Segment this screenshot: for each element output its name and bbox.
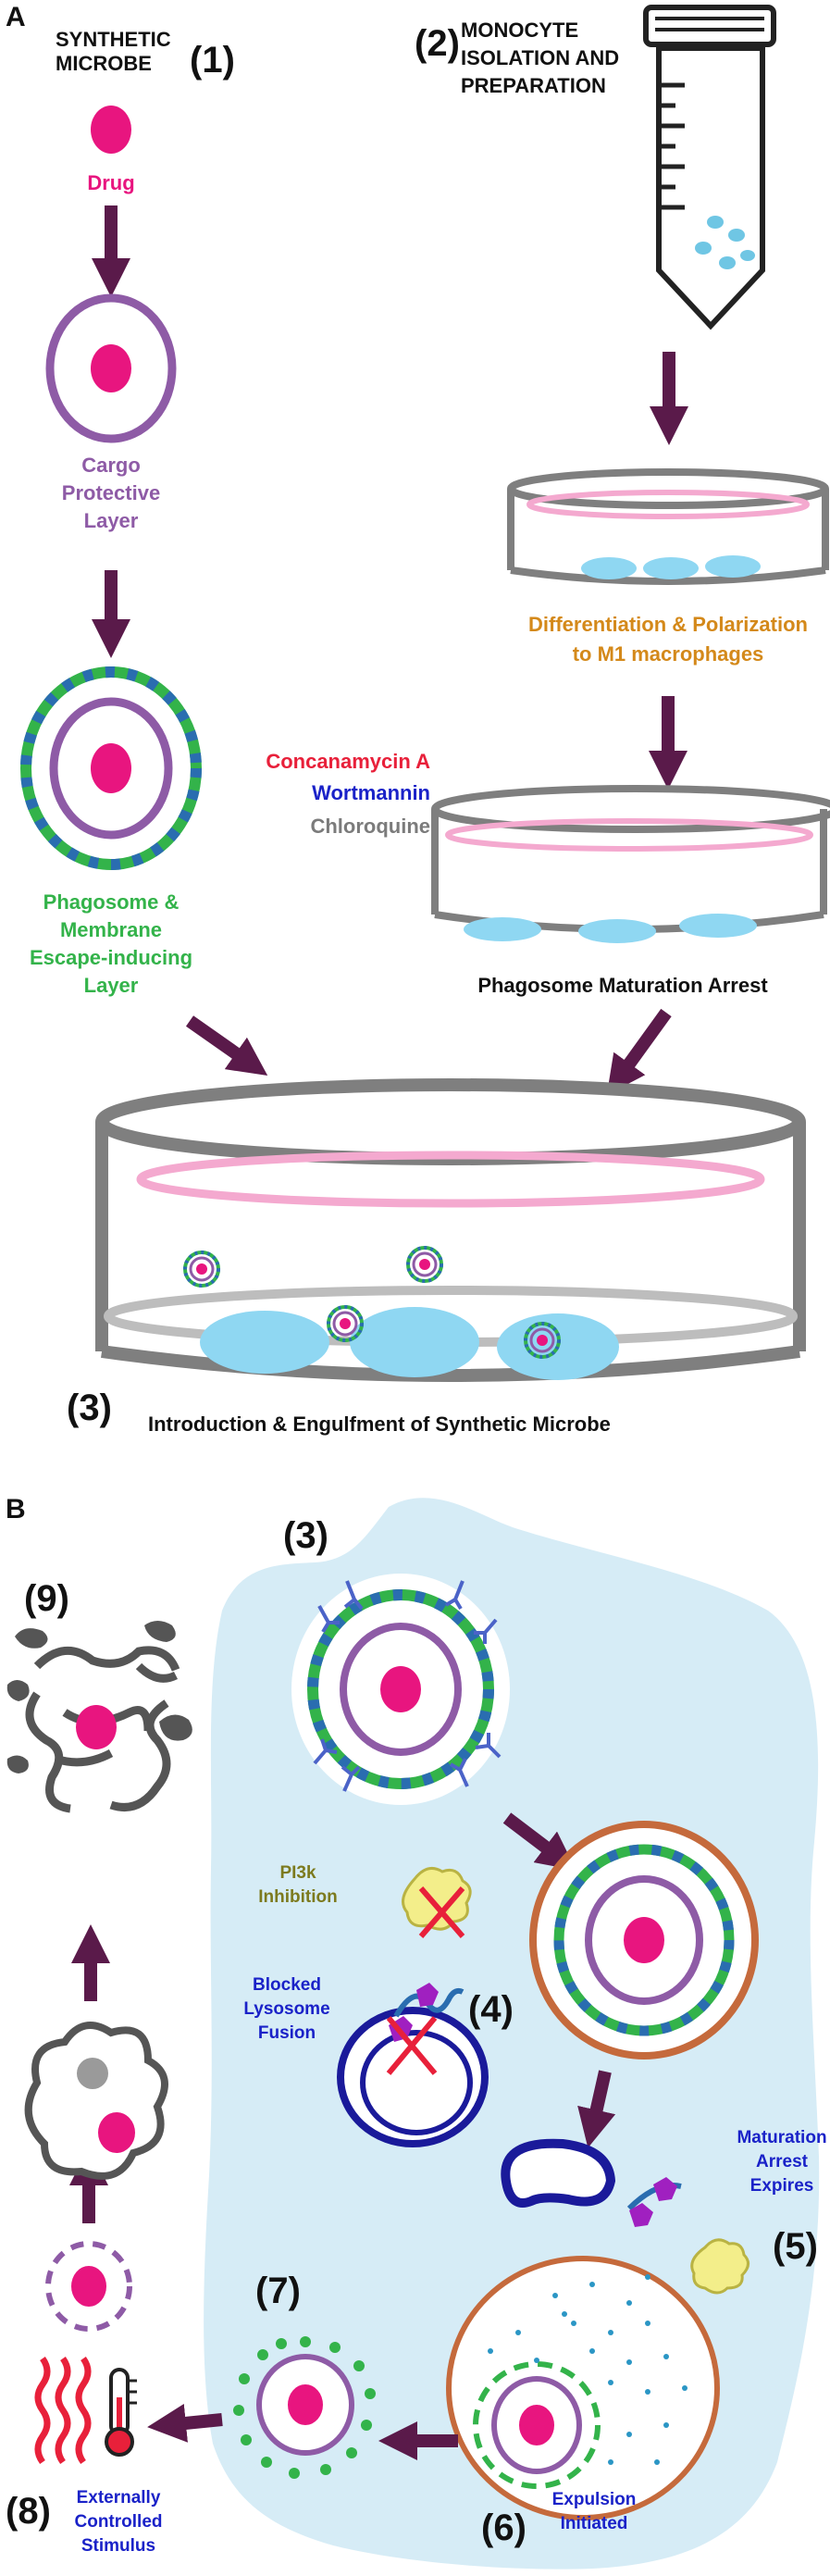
dashed-particle bbox=[45, 2241, 132, 2332]
released-drug-dot bbox=[76, 1705, 117, 1749]
drug-chloroquine: Chloroquine bbox=[310, 815, 430, 838]
b-step4-number: (4) bbox=[468, 1989, 514, 2030]
text-line: Expulsion bbox=[552, 2490, 637, 2509]
b-step7-number: (7) bbox=[255, 2271, 301, 2311]
step1-number: (1) bbox=[190, 40, 235, 81]
arrow-icon bbox=[185, 1015, 268, 1076]
text-line: ISOLATION AND bbox=[461, 46, 619, 69]
text-line: Externally bbox=[77, 2488, 161, 2508]
disrupted-cell bbox=[25, 1646, 180, 1813]
text-line: Phagosome & bbox=[43, 890, 180, 914]
text-line: Layer bbox=[84, 509, 139, 532]
arrow-icon bbox=[606, 1008, 672, 1096]
text-line: Stimulus bbox=[81, 2536, 155, 2556]
receptor-icon bbox=[626, 2177, 749, 2295]
text-line: Differentiation & Polarization bbox=[528, 613, 808, 636]
b-step9-number: (9) bbox=[24, 1578, 69, 1619]
debris-icon bbox=[6, 1621, 192, 1773]
text-line: Initiated bbox=[561, 2514, 628, 2533]
wavy-cell bbox=[24, 2022, 168, 2180]
text-line: PI3k bbox=[279, 1863, 316, 1883]
released-particle bbox=[233, 2336, 376, 2479]
text-line: Arrest bbox=[756, 2152, 809, 2172]
text-line: Cargo bbox=[81, 454, 141, 477]
antibody-icon bbox=[313, 1580, 502, 1792]
b-step8-number: (8) bbox=[6, 2491, 51, 2532]
drug-concanamycin: Concanamycin A bbox=[266, 750, 430, 773]
arrow-icon bbox=[577, 2070, 616, 2148]
text-line: Inhibition bbox=[258, 1887, 337, 1907]
text-line: Protective bbox=[62, 481, 160, 504]
text-line: MICROBE bbox=[56, 52, 152, 75]
escape-particle bbox=[20, 666, 202, 870]
text-line: Membrane bbox=[60, 918, 162, 941]
pi3k-enzyme-icon bbox=[402, 1866, 472, 1938]
b-step3-number: (3) bbox=[283, 1515, 328, 1556]
text-line: Expires bbox=[750, 2176, 814, 2196]
drug-dot bbox=[91, 106, 131, 154]
petri-dish-3 bbox=[95, 1078, 806, 1382]
engulfed-particle bbox=[291, 1574, 510, 1805]
b-step6-number: (6) bbox=[481, 2508, 526, 2548]
mini-particle bbox=[406, 1246, 443, 1283]
petri-dish-1 bbox=[507, 468, 829, 585]
phagosome-particle bbox=[529, 1821, 759, 2060]
thermometer-icon bbox=[105, 2368, 137, 2457]
test-tube-icon bbox=[643, 5, 776, 330]
text-line: Layer bbox=[84, 974, 139, 997]
step3-number: (3) bbox=[67, 1388, 112, 1428]
mini-particle bbox=[327, 1305, 364, 1342]
lysosome-icon bbox=[337, 1983, 489, 2147]
text-line: SYNTHETIC bbox=[56, 28, 171, 51]
text-line: Escape-inducing bbox=[30, 946, 192, 969]
petri-dish-2 bbox=[431, 785, 830, 943]
arrow-icon bbox=[502, 1812, 576, 1871]
text-line: to M1 macrophages bbox=[573, 642, 764, 666]
drug-label: Drug bbox=[87, 171, 134, 194]
cargo-particle bbox=[45, 293, 177, 443]
step2-number: (2) bbox=[415, 23, 460, 64]
text-line: MONOCYTE bbox=[461, 19, 578, 42]
panel-b-letter: B bbox=[6, 1494, 26, 1524]
introduction-label: Introduction & Engulfment of Synthetic M… bbox=[148, 1412, 611, 1436]
text-line: PREPARATION bbox=[461, 74, 606, 97]
drug-wortmannin: Wortmannin bbox=[312, 781, 430, 804]
text-line: Blocked bbox=[253, 1975, 321, 1995]
text-line: Controlled bbox=[75, 2512, 163, 2532]
differentiation-label: Differentiation & Polarization to M1 macr… bbox=[528, 613, 808, 666]
expulsion-particle bbox=[446, 2256, 720, 2520]
mini-particle bbox=[524, 1322, 561, 1359]
text-line: Fusion bbox=[258, 2023, 316, 2043]
lysosome-fusion-icon bbox=[501, 2138, 616, 2208]
maturation-arrest-label: Phagosome Maturation Arrest bbox=[477, 974, 768, 997]
step2-title: MONOCYTE ISOLATION AND PREPARATION bbox=[461, 19, 619, 97]
panel-a-letter: A bbox=[6, 2, 26, 32]
arrow-icon bbox=[147, 2404, 223, 2443]
text-line: Maturation bbox=[737, 2128, 826, 2147]
heat-waves-icon bbox=[34, 2356, 92, 2465]
text-line: Lysosome bbox=[243, 1999, 329, 2019]
mini-particle bbox=[183, 1251, 220, 1288]
b-step5-number: (5) bbox=[773, 2226, 818, 2267]
